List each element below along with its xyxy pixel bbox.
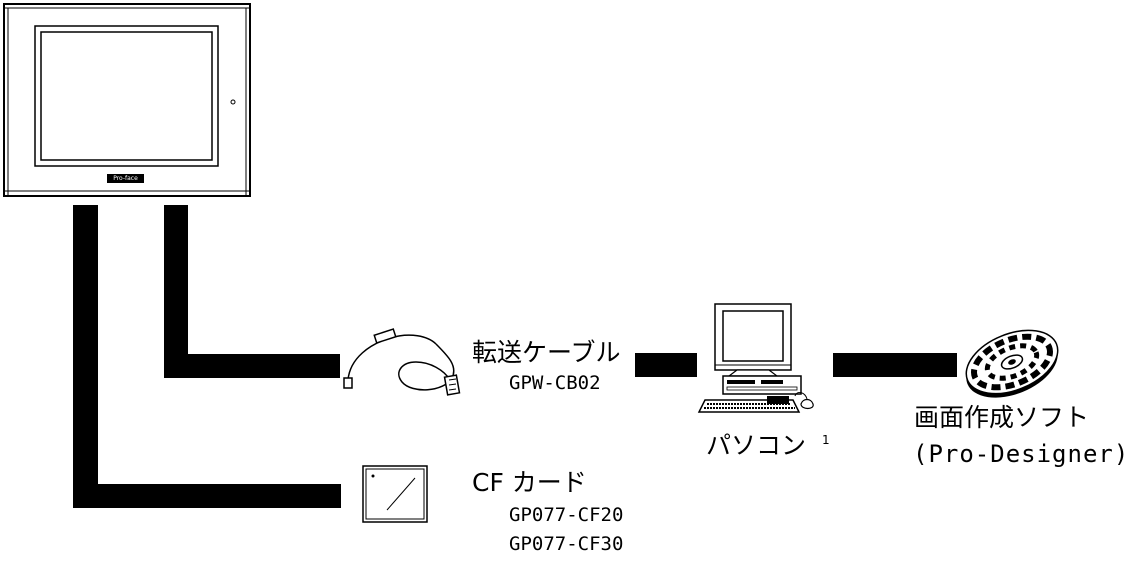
software-cd-icon <box>958 328 1066 400</box>
panel-device-drawing <box>3 3 251 197</box>
connector-line-cable-vertical <box>164 205 188 378</box>
transfer-cable-label: 転送ケーブル <box>472 338 621 367</box>
panel-device: Pro-face <box>3 3 251 197</box>
device-logo: Pro-face <box>113 175 138 182</box>
cf-card-icon <box>361 464 431 526</box>
connector-line-cable-horizontal <box>164 354 340 378</box>
software-label: 画面作成ソフト <box>914 403 1090 432</box>
cf-card-label: CF カード <box>472 468 587 497</box>
transfer-cable-icon <box>340 318 466 398</box>
pc-icon <box>697 300 833 418</box>
transfer-cable-model: GPW-CB02 <box>509 372 601 394</box>
connector-line-cable-to-pc <box>635 353 697 377</box>
cf-card-model-1: GP077-CF20 <box>509 504 624 526</box>
software-name: (Pro-Designer) <box>913 440 1130 468</box>
connector-line-pc-to-software <box>833 353 957 377</box>
pc-label: パソコン <box>706 431 807 460</box>
pc-note-mark: 1 <box>822 433 830 447</box>
cf-card-model-2: GP077-CF30 <box>509 533 624 555</box>
connector-line-cf-horizontal <box>73 484 341 508</box>
connector-line-cf-vertical <box>73 205 98 508</box>
